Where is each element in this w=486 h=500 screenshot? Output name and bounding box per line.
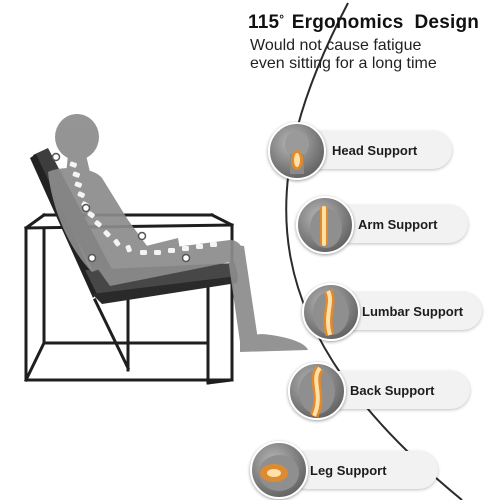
arm-support-icon xyxy=(296,196,354,254)
lumbar-support-icon xyxy=(302,283,360,341)
angle-value: 115 xyxy=(248,12,280,33)
subtitle-line-2: even sitting for a long time xyxy=(250,55,437,72)
feature-label: Back Support xyxy=(350,382,435,398)
subtitle: Would not cause fatigue even sitting for… xyxy=(250,37,437,73)
feature-leg-support: Leg Support xyxy=(288,451,438,489)
spine-markers xyxy=(51,152,217,263)
seated-figure xyxy=(48,114,308,352)
leg-support-icon xyxy=(250,441,308,499)
degree-symbol: ° xyxy=(279,12,285,26)
headline: 115° Ergonomics Design xyxy=(248,12,479,34)
feature-label: Arm Support xyxy=(358,216,438,232)
subtitle-line-1: Would not cause fatigue xyxy=(250,37,422,54)
headline-title: Ergonomics Design xyxy=(291,12,480,33)
feature-label: Head Support xyxy=(332,142,418,158)
feature-label: Lumbar Support xyxy=(362,303,464,319)
head-support-icon xyxy=(268,122,326,180)
chair-illustration xyxy=(23,114,308,385)
back-support-icon xyxy=(288,362,346,420)
feature-label: Leg Support xyxy=(310,462,387,478)
